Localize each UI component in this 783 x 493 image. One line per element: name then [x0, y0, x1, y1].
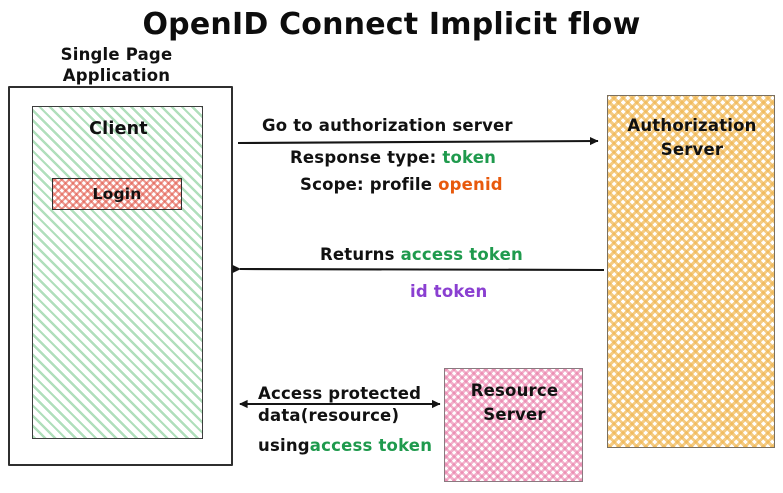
resource-server-label: Resource Server — [445, 379, 584, 427]
flow-1-scope-openid: openid — [438, 175, 503, 194]
login-button-label: Login — [92, 185, 142, 203]
flow-2-line-2: id token — [410, 280, 488, 303]
authorization-server-label: Authorization Server — [608, 114, 776, 162]
resource-server-label-line-1: Resource — [470, 381, 559, 400]
flow-1-line-3: Scope: profile openid — [300, 173, 503, 196]
flow-2-line-1-prefix: Returns — [320, 245, 401, 264]
flow-3-access-token: access token — [309, 436, 433, 455]
arrow-authorization-server-to-client — [232, 264, 605, 274]
authorization-server-box: Authorization Server — [607, 95, 775, 448]
flow-3-line-1: Access protected — [258, 384, 422, 403]
flow-2-id-token: id token — [410, 282, 488, 301]
client-box: Client — [32, 106, 203, 439]
flow-1-line-2-prefix: Response type: — [290, 148, 443, 167]
page-title: OpenID Connect Implicit flow — [142, 7, 641, 42]
arrow-client-to-authorization-server — [237, 136, 599, 146]
flow-1-line-1: Go to authorization server — [262, 116, 513, 135]
flow-1-response-type-token: token — [442, 148, 497, 167]
flow-2-access-token: access token — [400, 245, 523, 264]
login-button[interactable]: Login — [52, 178, 182, 210]
authorization-server-label-line-1: Authorization — [627, 116, 757, 135]
authorization-server-label-line-2: Server — [660, 140, 724, 159]
spa-caption-line-2: Application — [62, 66, 171, 85]
flow-1-line-3-prefix: Scope: profile — [300, 175, 439, 194]
resource-server-label-line-2: Server — [483, 405, 546, 424]
flow-3-line-2: data(resource) — [258, 406, 400, 425]
client-label: Client — [89, 119, 148, 139]
single-page-application-caption: Single Page Application — [34, 44, 199, 86]
flow-2-line-1: Returns access token — [320, 243, 523, 266]
flow-1-line-2: Response type: token — [290, 146, 496, 169]
resource-server-box: Resource Server — [444, 368, 583, 482]
flow-3-line-3-prefix: using — [258, 436, 310, 455]
flow-3-line-3: usingaccess token — [258, 434, 432, 457]
spa-caption-line-1: Single Page — [60, 45, 173, 64]
